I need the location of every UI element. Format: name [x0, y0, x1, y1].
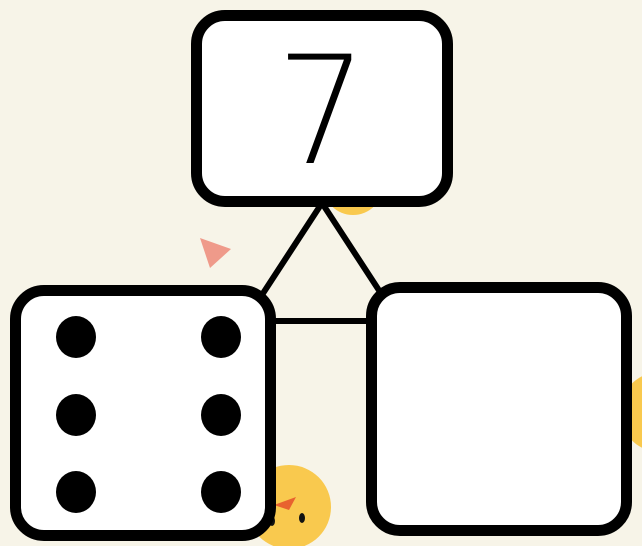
dice-pip [56, 316, 96, 358]
dice-pip [201, 316, 241, 358]
dice-six-face-icon [10, 285, 276, 541]
sum-number: 7 [277, 37, 368, 187]
connector-top-right [322, 203, 384, 298]
answer-box[interactable] [366, 282, 632, 536]
dice-pip [56, 394, 96, 436]
dice-pip [56, 471, 96, 513]
dice-pip [201, 394, 241, 436]
sum-box: 7 [191, 10, 453, 207]
dice-pip [201, 471, 241, 513]
connector-top-left [258, 203, 322, 301]
